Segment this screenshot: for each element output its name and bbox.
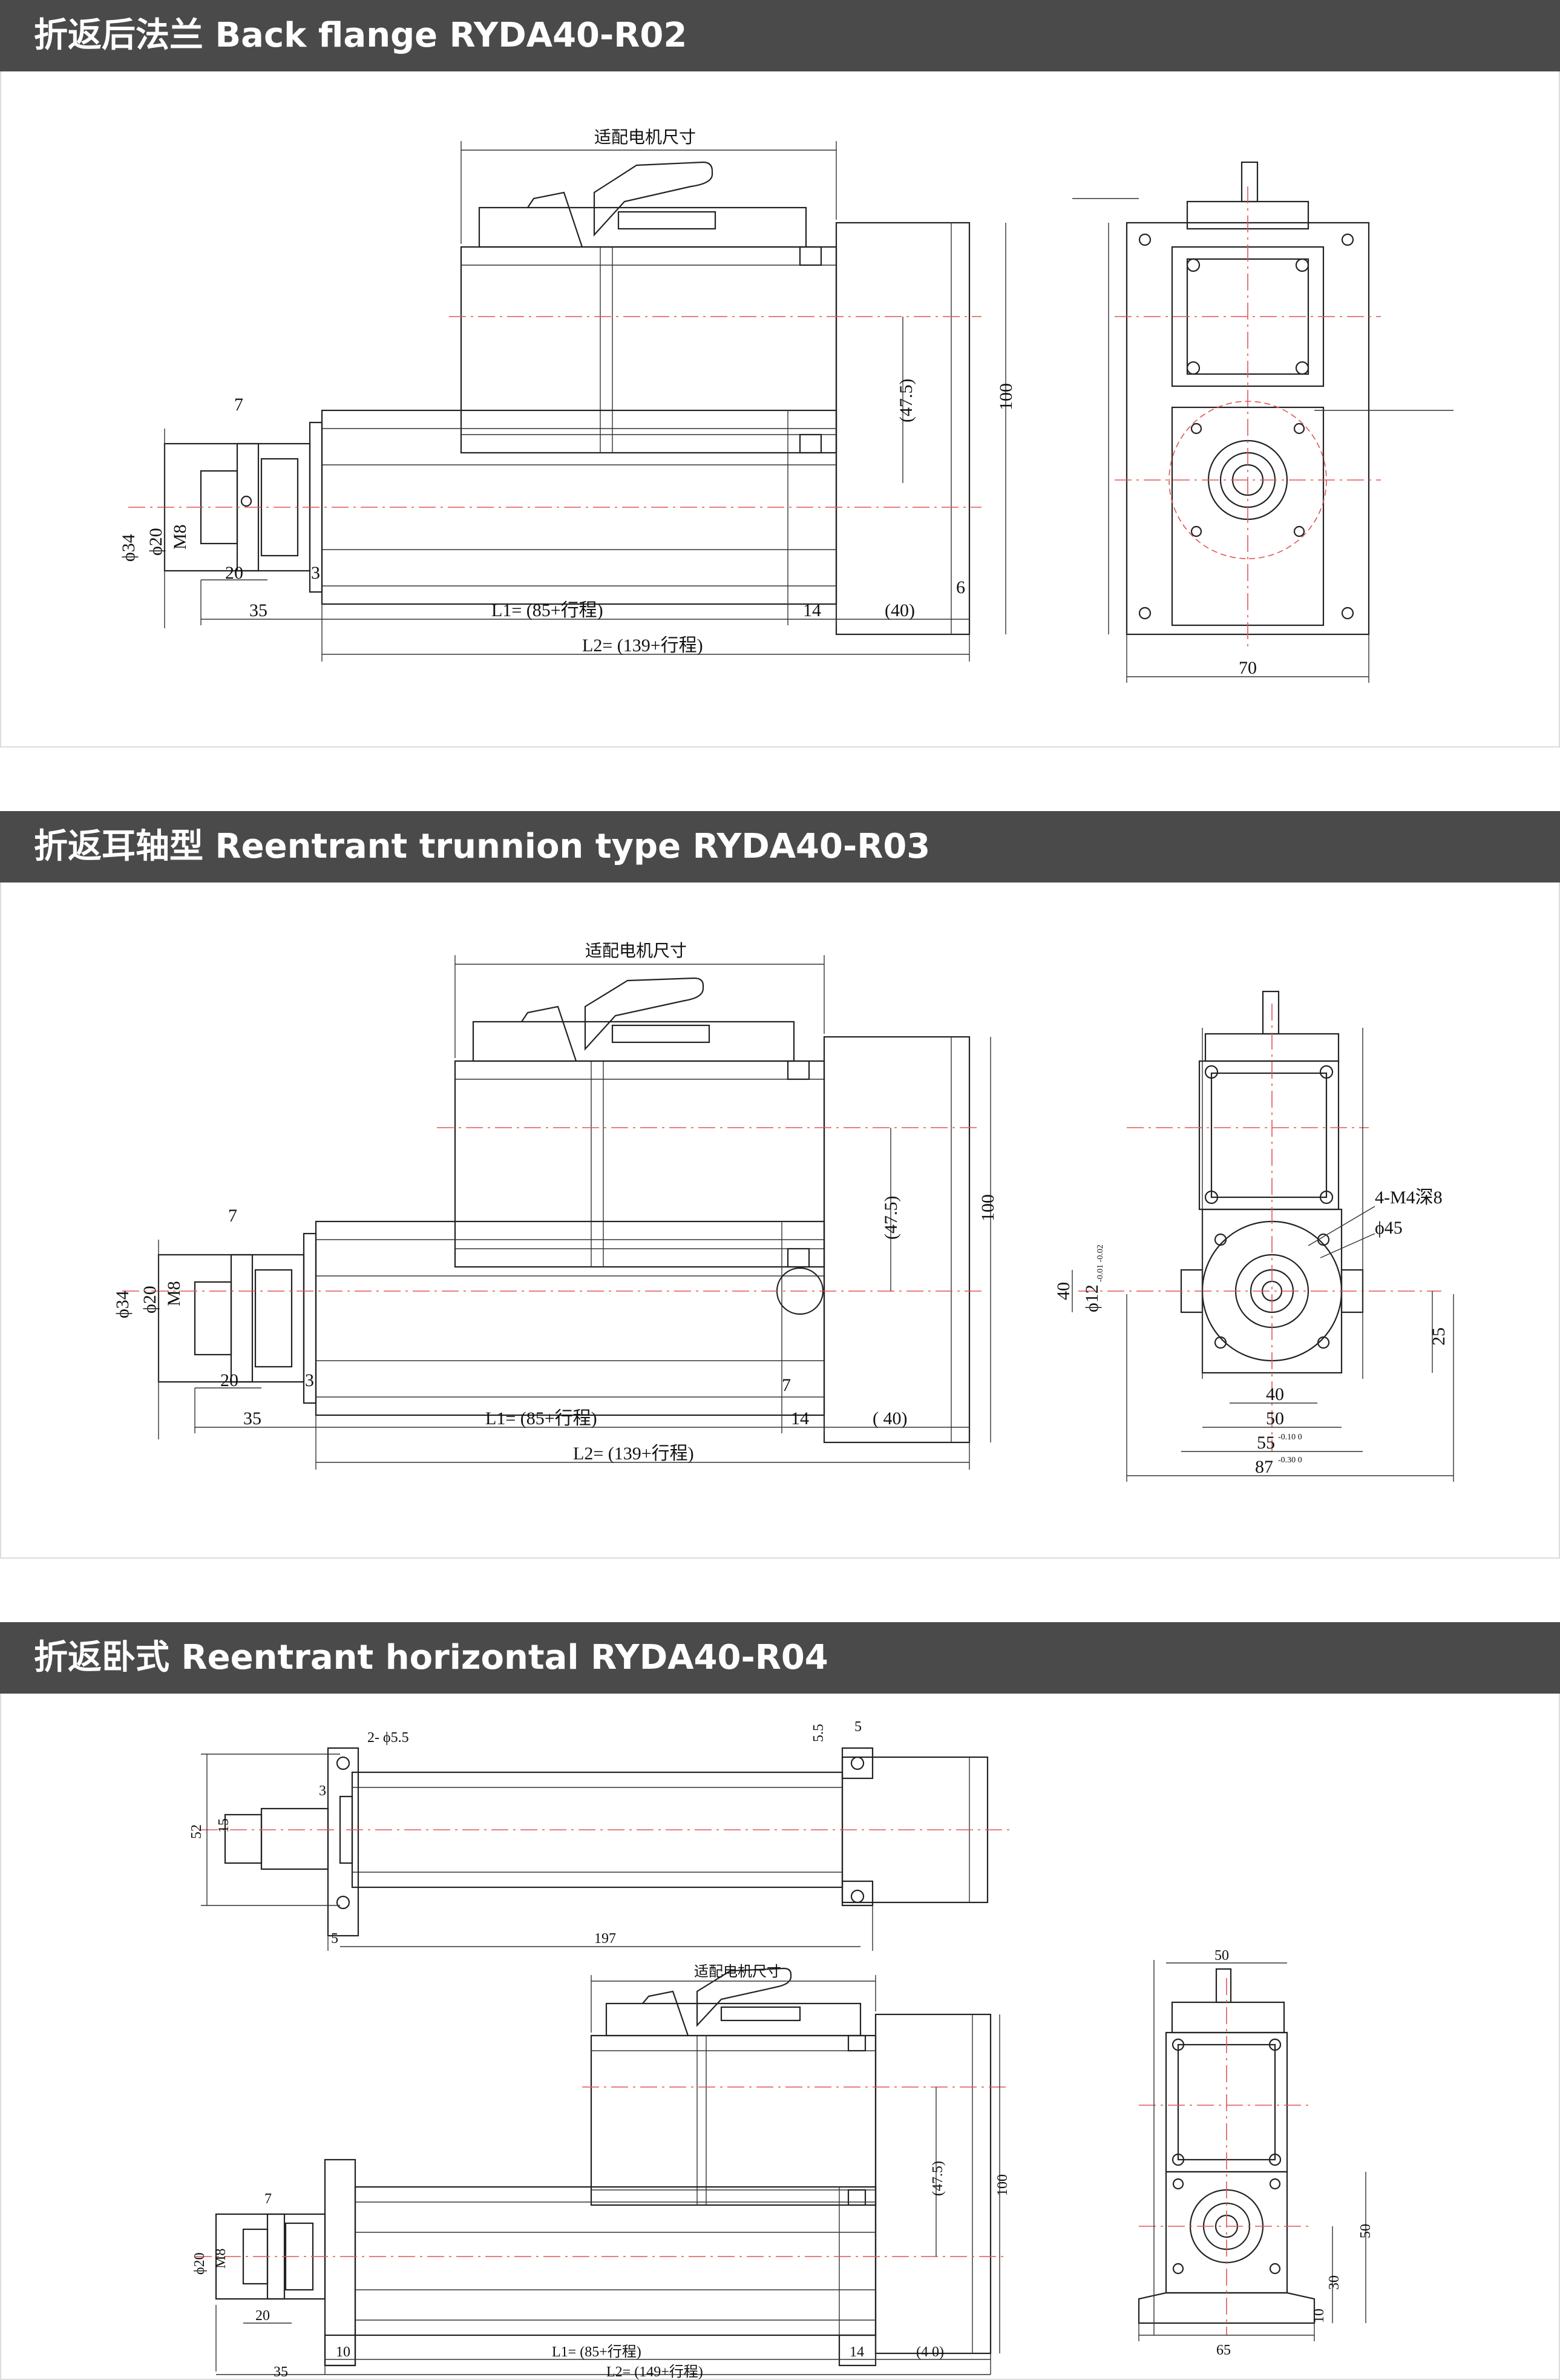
drawing-trunnion: 适配电机尺寸 (47.5) 100 7 7 ϕ34 ϕ20 M8 20 3 35…: [113, 941, 1454, 1482]
dim-motor-size: 适配电机尺寸: [694, 1964, 781, 1980]
dim-50: 50: [1266, 1409, 1284, 1428]
dim-35: 35: [243, 1409, 261, 1428]
cylinder-body: [315, 1220, 825, 1416]
dim-14: 14: [791, 1409, 809, 1428]
dim-40: ( 40): [873, 1409, 907, 1428]
drawing-panel-trunnion: 适配电机尺寸 (47.5) 100 7 7 ϕ34 ϕ20 M8 20 3 35…: [0, 883, 1560, 1559]
dim-l1: L1= (85+行程): [552, 2344, 641, 2360]
dim-m8: M8: [170, 524, 190, 550]
dim-20: 20: [220, 1370, 238, 1390]
dim-d45: ϕ45: [1375, 1218, 1403, 1238]
drawing-horizontal: 52 15 2- ϕ5.5 5.5 5 3 5 197 适配电机尺寸 (47.5…: [189, 1719, 1374, 2380]
dim-holes: 2- ϕ5.5: [367, 1730, 409, 1746]
dim-55-tol: -0.10 0: [1278, 1433, 1302, 1442]
dim-7b: 7: [782, 1375, 791, 1395]
dim-m8: M8: [164, 1281, 184, 1306]
dim-d20: ϕ20: [140, 1286, 160, 1313]
cylinder-body: [354, 2186, 877, 2336]
dim-l1: L1= (85+行程): [485, 1409, 597, 1428]
dim-5: 5: [331, 1931, 338, 1947]
dim-35: 35: [249, 600, 267, 620]
dim-d20: ϕ20: [192, 2252, 208, 2275]
dim-14: 14: [803, 600, 821, 620]
dim-5-5: 5.5: [811, 1724, 827, 1742]
dim-55: 55: [1257, 1433, 1275, 1453]
dim-87: 87: [1255, 1457, 1273, 1477]
dim-197: 197: [594, 1931, 616, 1947]
dim-d34: ϕ34: [113, 1290, 133, 1318]
dim-14: 14: [850, 2344, 864, 2360]
dim-3: 3: [319, 1783, 326, 1799]
dim-d20: ϕ20: [146, 528, 166, 556]
dim-6: 6: [956, 577, 965, 597]
dim-47-5: (47.5): [930, 2161, 946, 2196]
drawing-back-flange: 适配电机尺寸 (47.5) 100 6 7 ϕ34 ϕ20 M8 20 3 35…: [119, 127, 1453, 683]
section-header-trunnion: 折返耳轴型 Reentrant trunnion type RYDA40-R03: [0, 811, 1560, 883]
drawing-panel-back-flange: 适配电机尺寸 (47.5) 100 6 7 ϕ34 ϕ20 M8 20 3 35…: [0, 71, 1560, 748]
drawing-panel-horizontal: 52 15 2- ϕ5.5 5.5 5 3 5 197 适配电机尺寸 (47.5…: [0, 1694, 1560, 2380]
dim-40v: 40: [1054, 1282, 1073, 1300]
dim-100: 100: [995, 2174, 1011, 2196]
dim-20: 20: [225, 563, 243, 583]
dim-100: 100: [978, 1194, 998, 1221]
dim-7: 7: [234, 395, 243, 415]
dim-d12: ϕ12: [1082, 1284, 1102, 1312]
motor-body: [454, 1060, 825, 1268]
dim-87-tol: -0.30 0: [1278, 1456, 1302, 1465]
motor-body: [460, 246, 837, 454]
dim-m4: 4-M4深8: [1375, 1188, 1443, 1208]
dim-40: (40): [885, 600, 915, 620]
dim-m8: M8: [213, 2249, 229, 2269]
dim-l1: L1= (85+行程): [491, 600, 603, 620]
dim-35: 35: [274, 2364, 288, 2380]
dim-5-top: 5: [854, 1719, 862, 1735]
dim-3: 3: [311, 563, 320, 583]
dim-25: 25: [1429, 1327, 1449, 1346]
motor-body: [590, 2034, 877, 2206]
dim-100: 100: [996, 383, 1016, 410]
dim-15: 15: [216, 1818, 232, 1833]
dim-20: 20: [255, 2308, 270, 2324]
dim-motor-size: 适配电机尺寸: [594, 127, 696, 147]
dim-7: 7: [228, 1206, 237, 1226]
dim-50v: 50: [1358, 2224, 1374, 2238]
dim-40h: 40: [1266, 1384, 1284, 1404]
dim-50-top: 50: [1214, 1948, 1229, 1964]
section-header-horizontal: 折返卧式 Reentrant horizontal RYDA40-R04: [0, 1622, 1560, 1694]
dim-motor-size: 适配电机尺寸: [585, 941, 687, 961]
dim-l2: L2= (139+行程): [582, 636, 703, 656]
dim-l2: L2= (139+行程): [573, 1444, 694, 1464]
dim-30: 30: [1326, 2275, 1342, 2290]
dim-52: 52: [189, 1824, 205, 1839]
section-title: 折返卧式 Reentrant horizontal RYDA40-R04: [34, 1638, 828, 1677]
dim-40: (4 0): [916, 2344, 944, 2360]
dim-l2: L2= (149+行程): [606, 2364, 703, 2380]
section-title: 折返耳轴型 Reentrant trunnion type RYDA40-R03: [34, 827, 931, 866]
section-header-back-flange: 折返后法兰 Back flange RYDA40-R02: [0, 0, 1560, 71]
dim-70: 70: [1239, 658, 1257, 678]
dim-3: 3: [305, 1370, 314, 1390]
section-title: 折返后法兰 Back flange RYDA40-R02: [34, 16, 687, 55]
dim-10v: 10: [1311, 2309, 1327, 2323]
dim-47-5: (47.5): [881, 1196, 901, 1240]
dim-d34: ϕ34: [119, 534, 139, 562]
dim-10: 10: [336, 2344, 350, 2360]
dim-65: 65: [1216, 2342, 1231, 2358]
gearbox: [874, 2013, 992, 2355]
dim-7: 7: [264, 2191, 272, 2207]
dim-d12-tol: -0.01 -0.02: [1096, 1244, 1105, 1282]
dim-47-5: (47.5): [896, 379, 916, 422]
